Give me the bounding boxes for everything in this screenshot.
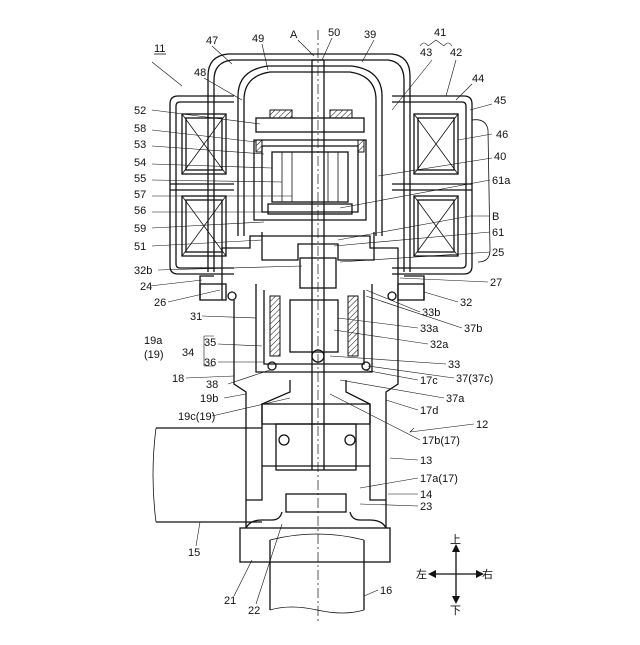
label-48: 48 <box>194 67 206 79</box>
label-17c: 17c <box>420 375 438 387</box>
label-11: 11 <box>154 43 165 55</box>
label-section-B: B <box>492 211 499 223</box>
label-21: 21 <box>224 595 236 607</box>
label-38: 38 <box>206 379 218 391</box>
direction-down-label: 下 <box>450 605 461 617</box>
direction-compass <box>428 544 484 604</box>
label-36: 36 <box>204 357 216 369</box>
label-56: 56 <box>134 205 146 217</box>
label-42: 42 <box>450 47 462 59</box>
label-26: 26 <box>154 297 166 309</box>
label-17d: 17d <box>420 405 438 417</box>
label-46: 46 <box>496 129 508 141</box>
rotor-can <box>238 66 382 236</box>
label-19-paren: (19) <box>144 349 164 361</box>
label-33a: 33a <box>420 323 439 335</box>
label-13: 13 <box>420 455 432 467</box>
label-52: 52 <box>134 105 146 117</box>
label-44: 44 <box>472 73 484 85</box>
label-23: 23 <box>420 501 432 513</box>
label-33: 33 <box>448 359 460 371</box>
direction-right-label: 右 <box>482 567 493 581</box>
label-27: 27 <box>490 277 502 289</box>
label-32: 32 <box>460 297 472 309</box>
label-41: 41 <box>434 27 446 39</box>
label-14: 14 <box>420 489 432 501</box>
label-61a: 61a <box>492 175 511 187</box>
label-57: 57 <box>134 189 146 201</box>
label-35: 35 <box>204 337 216 349</box>
label-axis-A: A <box>290 29 298 41</box>
label-47: 47 <box>206 35 218 47</box>
direction-left-label: 左 <box>416 568 427 581</box>
label-17a-17: 17a(17) <box>420 473 458 485</box>
label-24: 24 <box>140 281 152 293</box>
label-25: 25 <box>492 247 504 259</box>
label-19b: 19b <box>200 393 218 405</box>
coil-housing-left <box>170 96 234 274</box>
label-31: 31 <box>190 311 202 323</box>
bottom-fitting <box>240 494 390 613</box>
label-19a: 19a <box>144 335 163 347</box>
direction-up-label: 上 <box>450 533 461 546</box>
label-50: 50 <box>328 27 340 39</box>
label-32b: 32b <box>134 265 152 277</box>
label-55: 55 <box>134 173 146 185</box>
label-19c-19: 19c(19) <box>178 411 215 423</box>
label-32a: 32a <box>430 339 449 351</box>
label-34: 34 <box>182 347 194 359</box>
label-16: 16 <box>380 585 392 597</box>
label-33b: 33b <box>422 307 440 319</box>
label-22: 22 <box>248 605 260 617</box>
label-37a: 37a <box>446 393 465 405</box>
label-18: 18 <box>172 373 184 385</box>
label-49: 49 <box>252 33 264 45</box>
label-53: 53 <box>134 139 146 151</box>
label-58: 58 <box>134 123 146 135</box>
label-37b: 37b <box>464 323 482 335</box>
label-59: 59 <box>134 223 146 235</box>
label-54: 54 <box>134 157 146 169</box>
label-61: 61 <box>492 227 504 239</box>
label-12: 12 <box>476 419 488 431</box>
label-39: 39 <box>364 29 376 41</box>
label-40: 40 <box>494 151 506 163</box>
label-45: 45 <box>494 95 506 107</box>
valve-body-lower <box>234 300 398 500</box>
label-51: 51 <box>134 241 146 253</box>
label-15: 15 <box>188 547 200 559</box>
coil-housing-right <box>392 96 490 274</box>
label-43: 43 <box>420 47 432 59</box>
label-17b-17: 17b(17) <box>422 435 460 447</box>
label-37-37c: 37(37c) <box>456 373 493 385</box>
